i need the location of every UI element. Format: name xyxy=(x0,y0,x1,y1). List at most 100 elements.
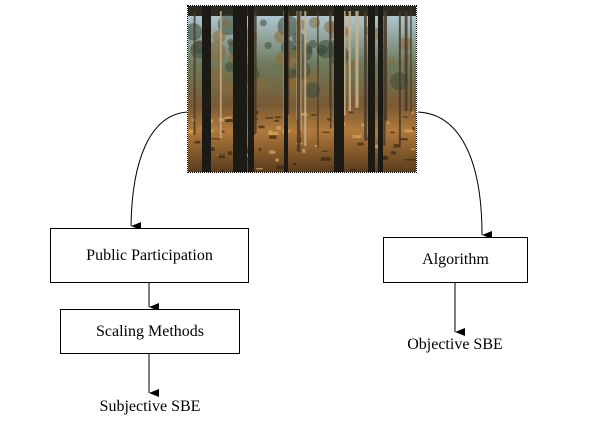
floor-speckle xyxy=(349,111,354,114)
photo-top-shadow xyxy=(188,6,416,16)
floor-speckle xyxy=(352,134,362,138)
thin-trunk xyxy=(317,11,319,148)
foliage-blob xyxy=(220,83,234,97)
node-public-participation: Public Participation xyxy=(50,228,249,283)
floor-speckle xyxy=(269,135,277,139)
floor-speckle xyxy=(321,150,328,152)
node-public-participation-label: Public Participation xyxy=(86,246,213,264)
foliage-blob xyxy=(259,19,267,27)
tree-trunk xyxy=(233,6,247,172)
floor-speckle xyxy=(349,168,357,171)
floor-speckle xyxy=(258,147,262,151)
thin-trunk xyxy=(364,11,367,141)
forest-photo-image xyxy=(188,6,416,172)
floor-speckle xyxy=(221,169,224,172)
floor-speckle xyxy=(373,144,379,149)
floor-speckle xyxy=(218,118,228,122)
thin-trunk xyxy=(398,11,401,148)
floor-speckle xyxy=(361,123,367,127)
tree-trunk xyxy=(368,6,375,172)
thin-trunk xyxy=(384,11,388,121)
floor-speckle xyxy=(258,125,265,129)
foliage-blob xyxy=(212,30,226,44)
tree-trunk xyxy=(248,6,254,172)
floor-speckle xyxy=(311,114,317,116)
thin-trunk xyxy=(355,11,359,108)
tree-trunk xyxy=(202,6,211,172)
floor-speckle xyxy=(403,116,408,118)
floor-speckle xyxy=(191,118,196,122)
thin-trunk xyxy=(329,11,332,129)
thin-trunk xyxy=(219,11,222,139)
foliage-blob xyxy=(222,19,231,28)
floor-speckle xyxy=(322,131,330,133)
floor-speckle xyxy=(408,158,416,161)
floor-speckle xyxy=(221,130,225,133)
floor-speckle xyxy=(245,157,250,161)
thin-trunk xyxy=(254,11,257,134)
floor-speckle xyxy=(302,148,306,153)
thin-trunk xyxy=(404,11,408,111)
foliage-blob xyxy=(317,48,326,56)
floor-speckle xyxy=(314,145,318,148)
floor-speckle xyxy=(411,111,414,115)
floor-speckle xyxy=(256,167,263,170)
foliage-blob xyxy=(304,82,321,99)
node-subjective-sbe: Subjective SBE xyxy=(99,398,201,415)
floor-speckle xyxy=(274,116,281,119)
node-objective-sbe: Objective SBE xyxy=(407,336,503,353)
thin-trunk xyxy=(304,11,307,147)
floor-speckle xyxy=(393,144,400,148)
floor-speckle xyxy=(357,142,364,146)
floor-speckle xyxy=(391,151,396,155)
node-scaling-methods-label: Scaling Methods xyxy=(96,322,204,340)
foliage-blob xyxy=(274,30,287,43)
floor-speckle xyxy=(411,148,416,151)
thin-trunk xyxy=(193,11,196,135)
floor-speckle xyxy=(390,131,395,134)
foliage-blob xyxy=(225,62,235,72)
floor-speckle xyxy=(387,121,390,125)
floor-speckle xyxy=(403,159,409,161)
edge-photo-to-algorithm xyxy=(417,111,493,239)
floor-speckle xyxy=(412,126,415,131)
thin-trunk xyxy=(296,11,301,152)
node-algorithm-label: Algorithm xyxy=(422,251,489,268)
foliage-blob xyxy=(388,57,396,65)
foliage-blob xyxy=(227,39,234,46)
floor-speckle xyxy=(188,129,193,134)
floor-speckle xyxy=(268,131,279,136)
floor-speckle xyxy=(194,140,201,144)
node-algorithm: Algorithm xyxy=(383,237,528,283)
floor-speckle xyxy=(404,129,414,133)
floor-speckle xyxy=(218,154,226,159)
thin-trunk xyxy=(299,11,302,130)
tree-trunk xyxy=(334,6,344,172)
floor-speckle xyxy=(292,162,296,166)
tree-trunk xyxy=(284,6,288,172)
floor-speckle xyxy=(227,151,233,155)
floor-speckle xyxy=(224,119,234,123)
edge-photo-to-public-participation xyxy=(130,111,188,231)
foliage-blob xyxy=(264,41,272,50)
floor-speckle xyxy=(211,138,220,140)
forest-photo xyxy=(187,5,417,173)
floor-speckle xyxy=(276,165,284,169)
floor-speckle xyxy=(398,137,408,141)
thin-trunk xyxy=(329,11,331,108)
node-scaling-methods: Scaling Methods xyxy=(60,309,240,354)
floor-speckle xyxy=(300,112,308,116)
tree-trunk xyxy=(378,6,383,172)
thin-trunk xyxy=(348,11,351,111)
floor-speckle xyxy=(275,158,279,162)
floor-speckle xyxy=(268,150,276,154)
floor-speckle xyxy=(320,157,331,161)
floor-speckle xyxy=(265,117,274,119)
floor-speckle xyxy=(276,125,281,130)
floor-speckle xyxy=(327,118,332,121)
thin-trunk xyxy=(410,11,412,113)
floor-speckle xyxy=(274,119,280,122)
thin-trunk xyxy=(383,11,386,146)
